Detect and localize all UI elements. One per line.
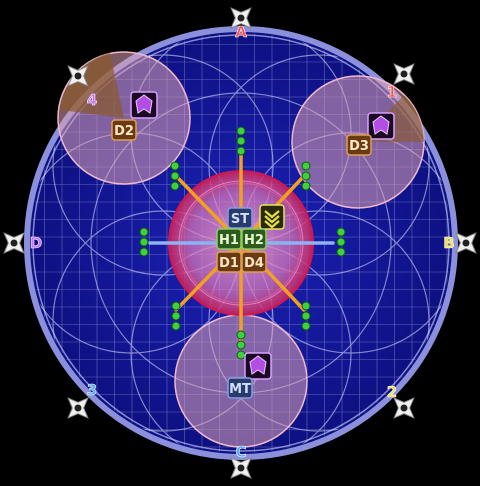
waymark-2: 2 — [386, 383, 415, 419]
player-mt: MT — [227, 377, 253, 399]
waymark-label-d: D — [30, 234, 42, 252]
waymark-4: 4 — [67, 65, 98, 109]
waymark-label-4: 4 — [87, 91, 97, 109]
arena-inner-rim — [32, 34, 450, 452]
waymark-a: A — [230, 7, 252, 41]
waymark-label-2: 2 — [387, 383, 397, 401]
waymark-label-b: B — [443, 234, 454, 252]
waymark-label-3: 3 — [87, 381, 97, 399]
player-label: MT — [229, 382, 251, 397]
player-d3: D3 — [346, 134, 372, 156]
purple-debuff-icon — [367, 112, 395, 140]
spread-markers — [139, 126, 346, 360]
waymark-b: B — [443, 232, 477, 254]
waymark-label-c: C — [235, 443, 246, 461]
player-label: D1 — [219, 256, 239, 271]
player-d4: D4 — [241, 251, 267, 273]
purple-debuff-icon — [244, 352, 272, 380]
waymark-c: C — [230, 443, 252, 479]
player-h2: H2 — [241, 228, 267, 250]
player-label: D2 — [114, 124, 134, 139]
waymark-3: 3 — [67, 381, 98, 419]
player-d1: D1 — [216, 251, 242, 273]
player-d2: D2 — [111, 119, 137, 141]
aoe-circle-nw-outer — [60, 53, 124, 118]
player-h1: H1 — [216, 228, 242, 250]
waymark-label-1: 1 — [387, 83, 397, 101]
player-label: D4 — [244, 256, 264, 271]
player-label: D3 — [349, 139, 369, 154]
player-st: ST — [227, 207, 253, 229]
stack-marker-icon — [259, 204, 285, 230]
player-label: ST — [231, 212, 249, 227]
player-label: H2 — [244, 233, 264, 248]
waymark-label-a: A — [235, 23, 247, 41]
waymark-1: 1 — [386, 63, 415, 101]
purple-debuff-icon — [130, 91, 158, 119]
waymark-d: D — [3, 232, 43, 254]
player-label: H1 — [219, 233, 239, 248]
